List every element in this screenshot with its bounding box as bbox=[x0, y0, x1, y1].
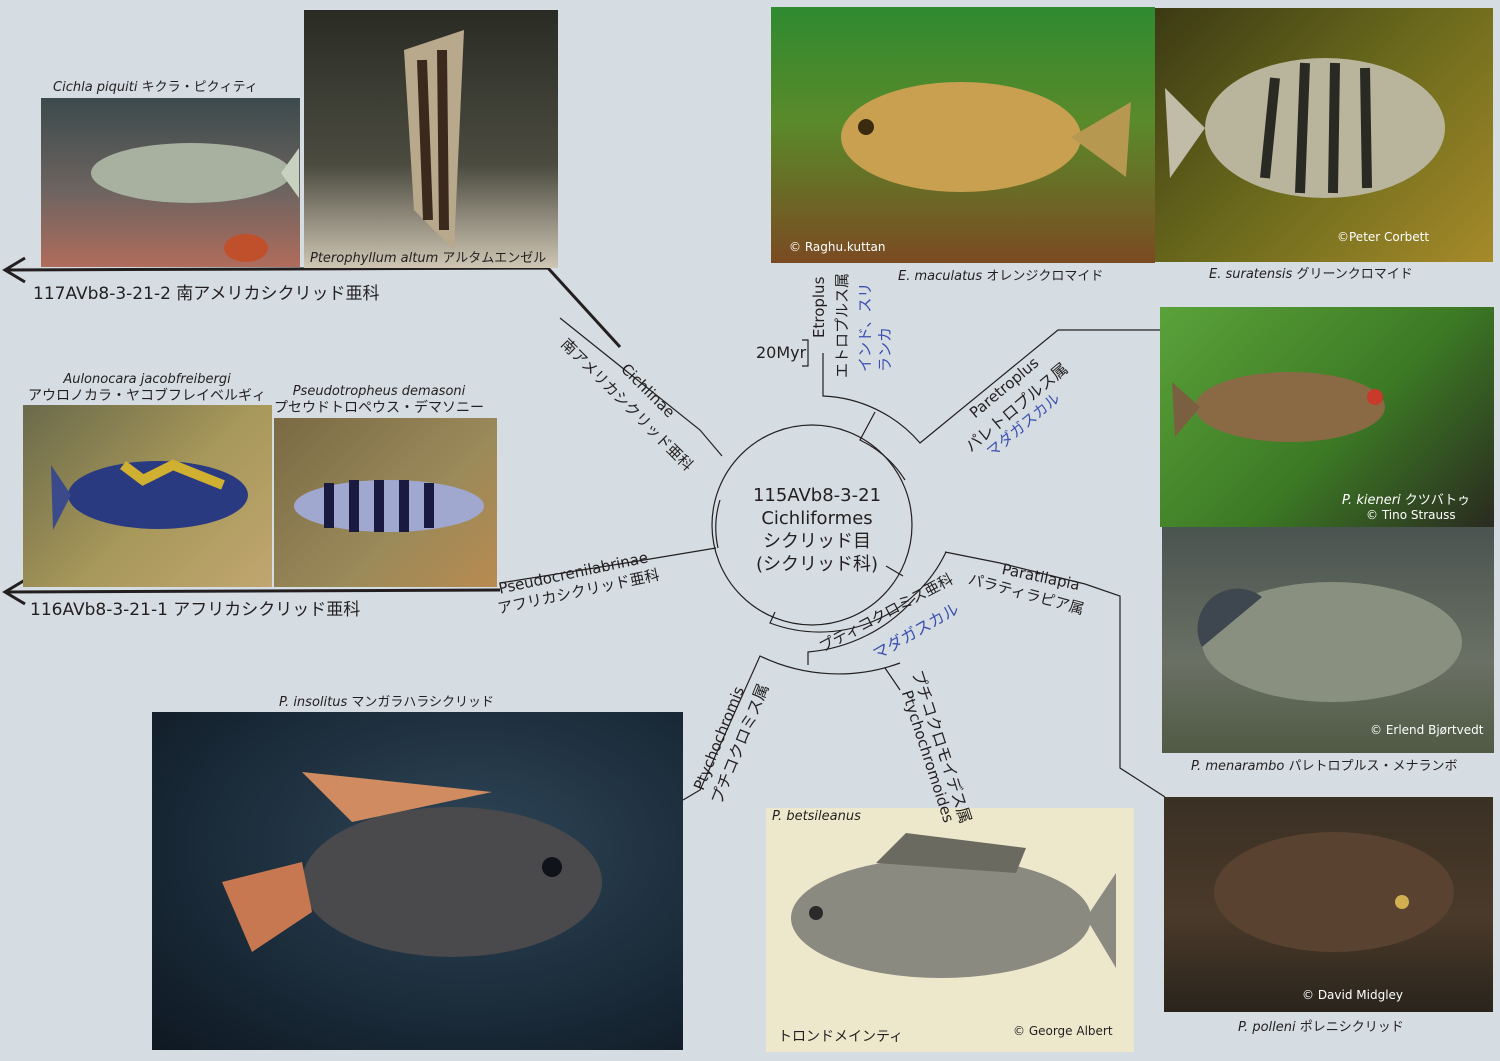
arc-pseudo bbox=[715, 499, 721, 549]
label-etroplus-region: インド、スリランカ bbox=[856, 282, 894, 372]
caption-e-maculatus: E. maculatus オレンジクロマイド bbox=[898, 265, 1103, 284]
sci-name: P. polleni bbox=[1238, 1020, 1296, 1035]
link-africa[interactable]: 116AVb8-3-21-1 アフリカシクリッド亜科 bbox=[30, 600, 361, 620]
branch-pseudo bbox=[499, 547, 717, 584]
jp-name: プセウドトロペウス・デマソニー bbox=[274, 400, 484, 416]
sci-name: Pseudotropheus demasoni bbox=[292, 384, 466, 399]
photo-e-suratensis: ©Peter Corbett bbox=[1155, 8, 1493, 262]
photo-e-maculatus: © Raghu.kuttan bbox=[771, 7, 1155, 263]
branch-paretroplus-stem bbox=[859, 411, 906, 481]
caption-p-polleni: P. polleni ポレニシクリッド bbox=[1238, 1016, 1404, 1035]
branch-paratilapia bbox=[944, 551, 1166, 798]
sci-name: E. maculatus bbox=[898, 269, 983, 284]
jp-name: クツバトゥ bbox=[1404, 493, 1471, 508]
arrow-africa bbox=[2, 578, 501, 606]
caption-p-kieneri: P. kieneri クツバトゥ bbox=[1342, 489, 1470, 508]
sci-name: E. suratensis bbox=[1209, 267, 1293, 282]
root-code: 115AVb8-3-21 bbox=[752, 485, 882, 506]
credit-p-betsileanus: © George Albert bbox=[1013, 1024, 1113, 1038]
caption-pterophyllum: Pterophyllum altum アルタムエンゼル bbox=[310, 247, 546, 266]
credit-p-menarambo: © Erlend Bjørtvedt bbox=[1370, 723, 1484, 737]
branch-ptychochromis bbox=[682, 655, 901, 801]
credit-e-suratensis: ©Peter Corbett bbox=[1337, 230, 1430, 244]
photo-pseudotropheus bbox=[274, 418, 497, 587]
caption-e-suratensis: E. suratensis グリーンクロマイド bbox=[1209, 263, 1413, 282]
root-jp: シクリッド目 bbox=[763, 531, 871, 552]
sci-name: Pterophyllum altum bbox=[310, 251, 439, 266]
root-latin: Cichliformes bbox=[761, 508, 873, 529]
sci-name: P. menarambo bbox=[1191, 759, 1285, 774]
link-south-america[interactable]: 117AVb8-3-21-2 南アメリカシクリッド亜科 bbox=[33, 284, 380, 304]
inner-arc bbox=[711, 424, 913, 626]
jp-name: ポレニシクリッド bbox=[1299, 1020, 1404, 1035]
jp-name: アルタムエンゼル bbox=[442, 251, 547, 266]
caption-p-menarambo: P. menarambo パレトロプルス・メナランボ bbox=[1191, 755, 1458, 774]
jp-name: オレンジクロマイド bbox=[986, 269, 1104, 284]
credit-p-polleni: © David Midgley bbox=[1302, 988, 1404, 1002]
caption-cichla: Cichla piquiti キクラ・ピクィティ bbox=[53, 76, 258, 95]
sci-name: Cichla piquiti bbox=[53, 80, 138, 95]
sci-name: P. insolitus bbox=[279, 695, 348, 710]
photo-p-insolitus bbox=[152, 712, 683, 1050]
branch-cichlinae bbox=[559, 317, 723, 457]
photo-p-kieneri: P. kieneri クツバトゥ © Tino Strauss bbox=[1160, 307, 1494, 527]
caption-p-betsileanus-sci: P. betsileanus bbox=[772, 809, 861, 824]
caption-p-insolitus: P. insolitus マンガラハラシクリッド bbox=[279, 691, 494, 710]
branch-etroplus bbox=[822, 329, 1160, 444]
sci-name: Aulonocara jacobfreibergi bbox=[63, 372, 231, 387]
photo-p-betsileanus: P. betsileanus トロンドメインティ © George Albert bbox=[766, 808, 1134, 1052]
photo-aulonocara bbox=[23, 405, 272, 587]
jp-name: パレトロプルス・メナランボ bbox=[1288, 759, 1458, 774]
arc-ptycho2 bbox=[807, 597, 916, 665]
jp-name: アウロノカラ・ヤコブフレイベルギィ bbox=[28, 388, 266, 404]
arrow-south-america bbox=[2, 256, 622, 349]
scale-bar bbox=[802, 339, 809, 367]
branch-stub bbox=[885, 565, 904, 577]
credit-e-maculatus: © Raghu.kuttan bbox=[789, 240, 886, 254]
sci-name: P. kieneri bbox=[1342, 493, 1401, 508]
photo-cichla bbox=[41, 98, 300, 267]
scale-label: 20Myr bbox=[756, 343, 807, 362]
caption-p-betsileanus-jp: トロンドメインティ bbox=[778, 1029, 904, 1045]
label-etroplus-jp: エトロプルス属 bbox=[833, 272, 851, 378]
branch-ptychochromoides bbox=[884, 667, 901, 691]
root-label: 115AVb8-3-21 Cichliformes シクリッド目 (シクリッド科… bbox=[737, 484, 897, 576]
photo-p-menarambo: © Erlend Bjørtvedt bbox=[1162, 527, 1494, 753]
arc-ptycho bbox=[769, 551, 947, 633]
jp-name: マンガラハラシクリッド bbox=[351, 695, 494, 710]
photo-pterophyllum: Pterophyllum altum アルタムエンゼル bbox=[304, 10, 558, 268]
jp-name: キクラ・ピクィティ bbox=[141, 80, 258, 95]
credit-p-kieneri: © Tino Strauss bbox=[1366, 508, 1456, 522]
label-etroplus-latin: Etroplus bbox=[810, 276, 828, 338]
jp-name: グリーンクロマイド bbox=[1296, 267, 1413, 282]
photo-p-polleni: © David Midgley bbox=[1164, 797, 1493, 1012]
root-jp-family: (シクリッド科) bbox=[755, 554, 879, 575]
